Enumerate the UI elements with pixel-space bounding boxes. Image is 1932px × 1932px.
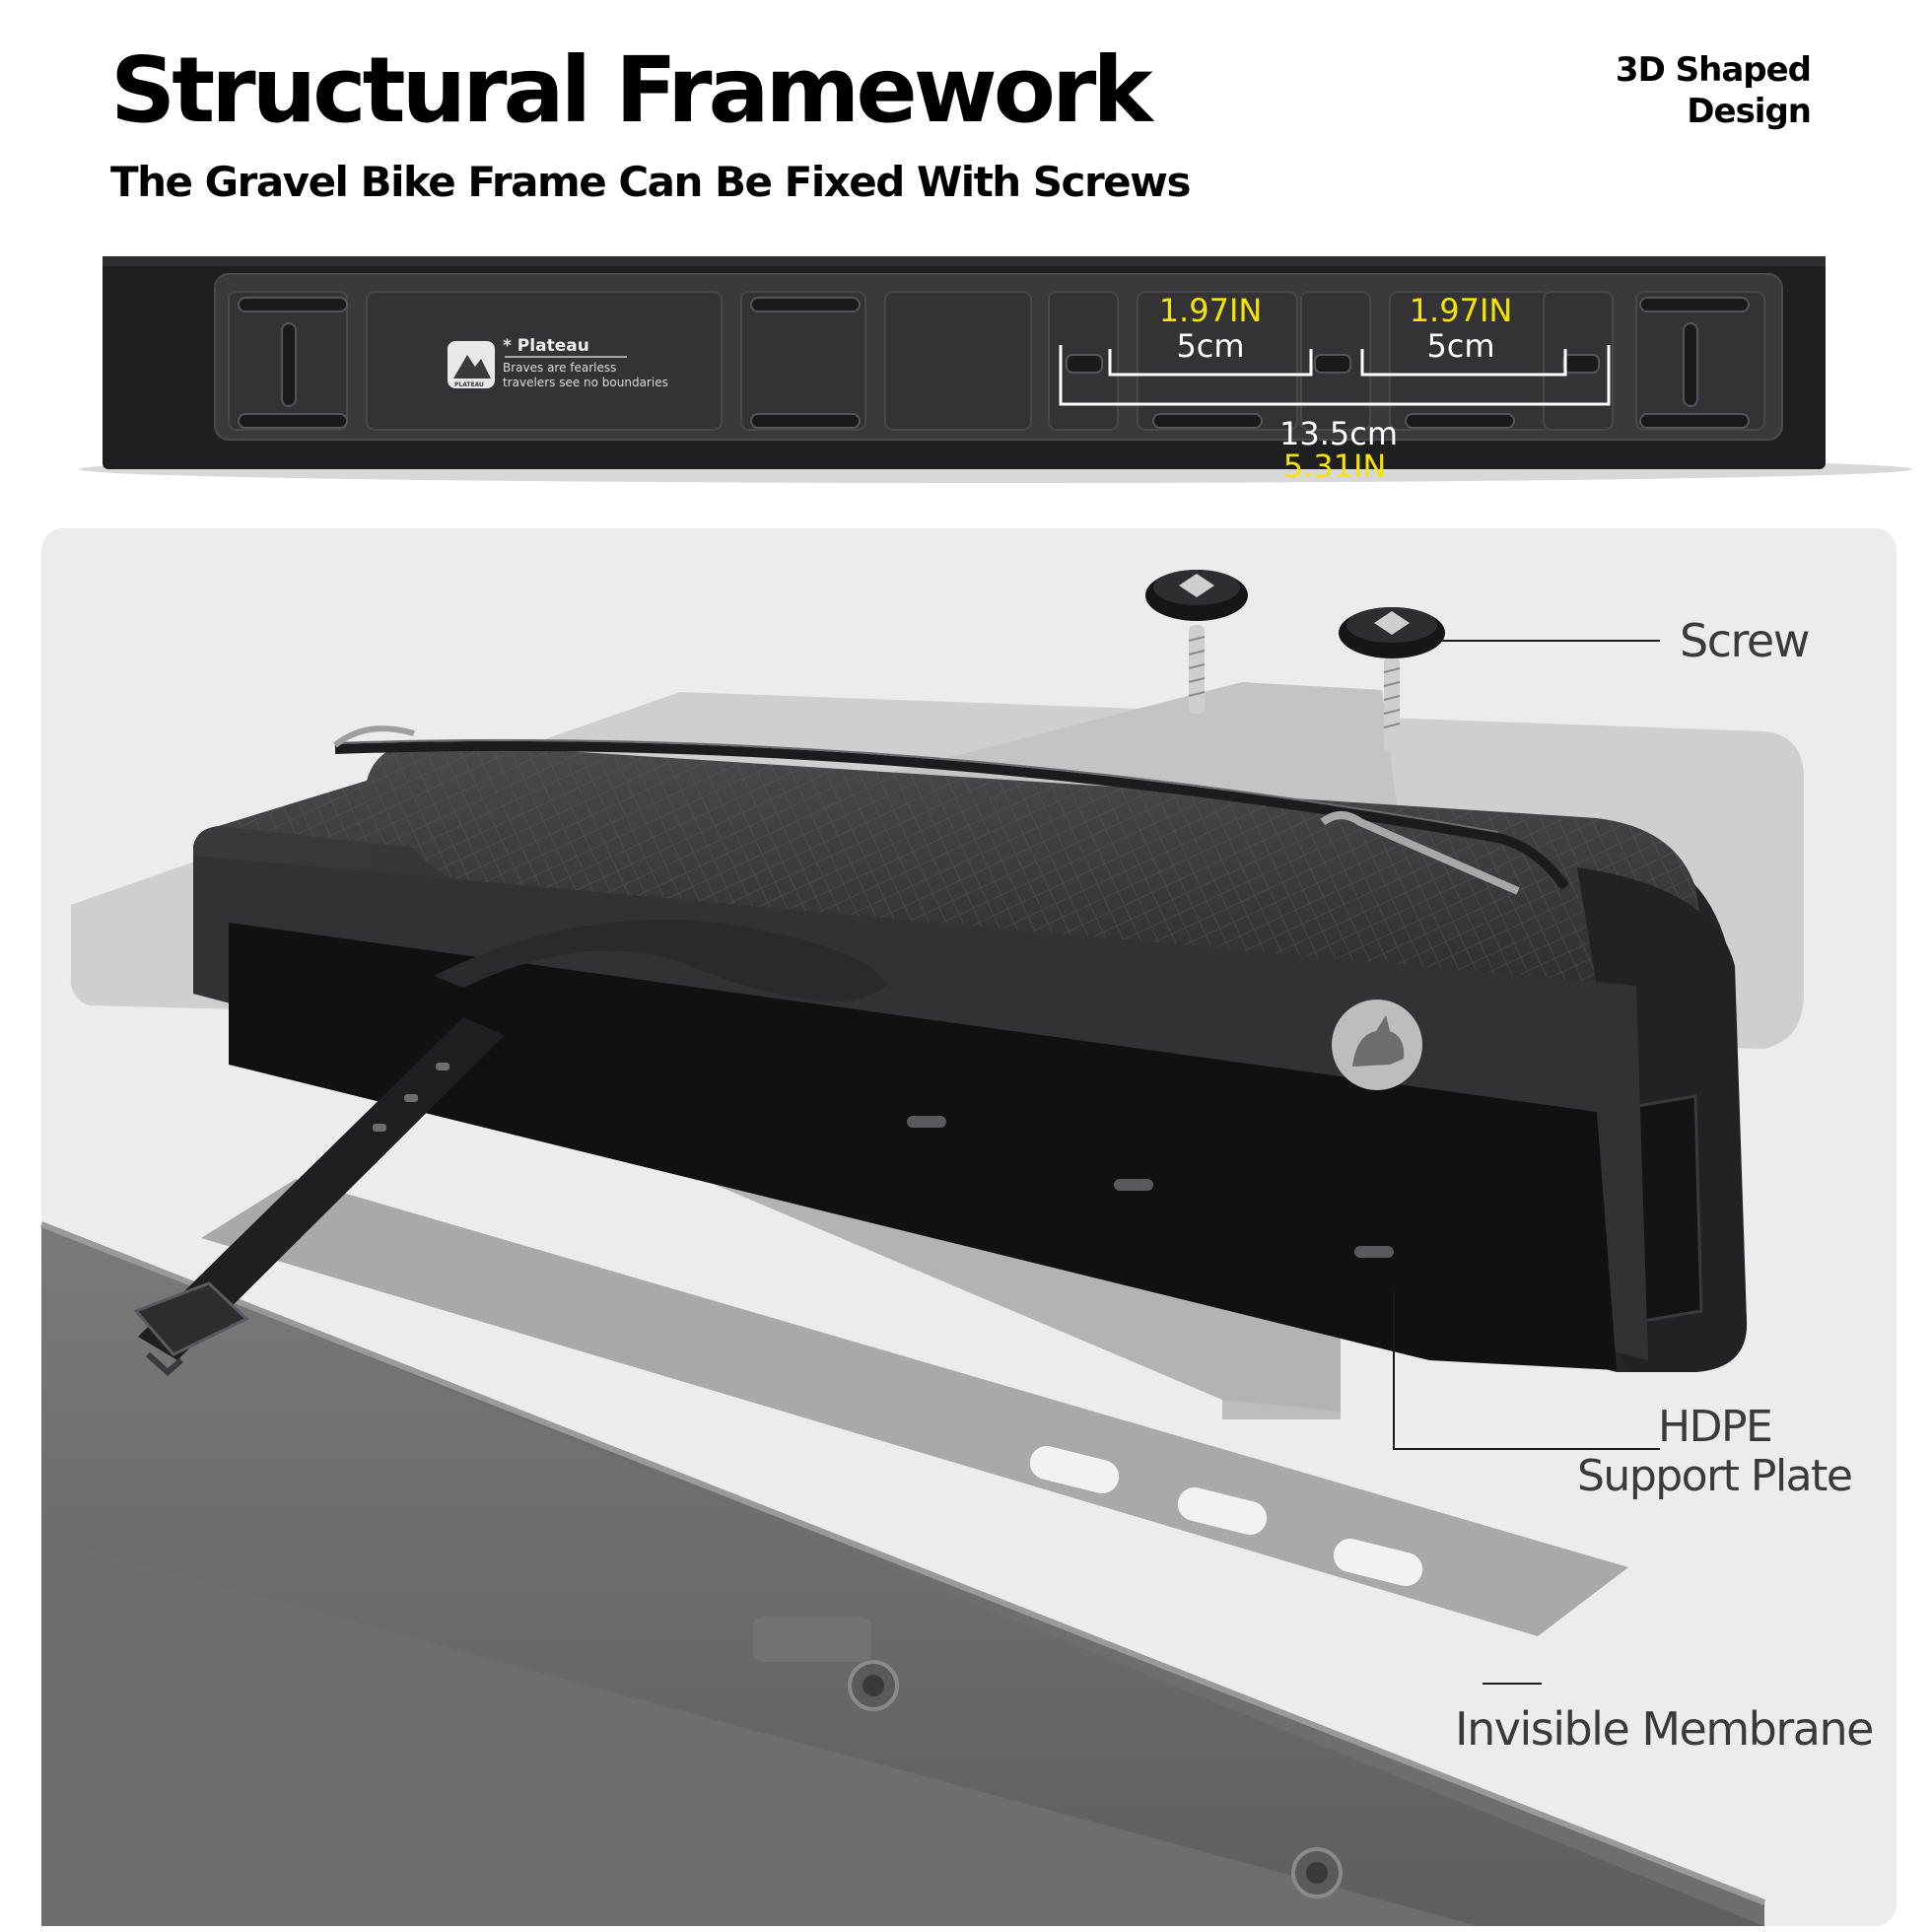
callout-lines	[1393, 640, 1660, 1685]
spacing-2-cm: 5cm	[1426, 327, 1494, 365]
total-length-inches: 5.31IN	[1283, 448, 1387, 485]
hdpe-support-plate	[201, 1179, 1628, 1636]
brand-tagline-2: travelers see no boundaries	[503, 376, 668, 389]
rhino-emblem-icon	[1332, 1000, 1422, 1090]
brand-logo-text: PLATEAU	[454, 381, 484, 388]
brand-name: * Plateau	[503, 336, 589, 356]
callout-invisible-membrane: Invisible Membrane	[1455, 1702, 1873, 1756]
page-subtitle: The Gravel Bike Frame Can Be Fixed With …	[110, 158, 1191, 206]
top-tube-bag	[193, 725, 1748, 1372]
spacing-1-inches: 1.97IN	[1159, 292, 1263, 329]
page-title: Structural Framework	[110, 37, 1153, 143]
fastening-strap	[133, 920, 887, 1376]
brand-tagline-1: Braves are fearless	[503, 361, 616, 375]
strap-buckle-icon	[133, 1281, 249, 1376]
screw-right-icon	[1339, 607, 1445, 753]
badge-line-1: 3D Shaped	[1615, 50, 1812, 90]
callout-hdpe: HDPE	[1658, 1402, 1771, 1452]
brand-logo-icon	[448, 341, 495, 388]
bike-frame-tube	[39, 1221, 1766, 1926]
spacing-1-cm: 5cm	[1176, 327, 1244, 365]
callout-support-plate: Support Plate	[1577, 1451, 1851, 1501]
bag-bottom-view	[79, 256, 1912, 483]
badge-line-2: Design	[1687, 92, 1812, 131]
callout-screw: Screw	[1680, 614, 1809, 667]
dimension-lines	[1059, 345, 1611, 406]
feature-badge: 3D Shaped Design	[1615, 49, 1812, 132]
screw-left-icon	[1145, 570, 1248, 714]
spacing-2-inches: 1.97IN	[1410, 292, 1513, 329]
total-length-cm: 13.5cm	[1279, 415, 1398, 452]
